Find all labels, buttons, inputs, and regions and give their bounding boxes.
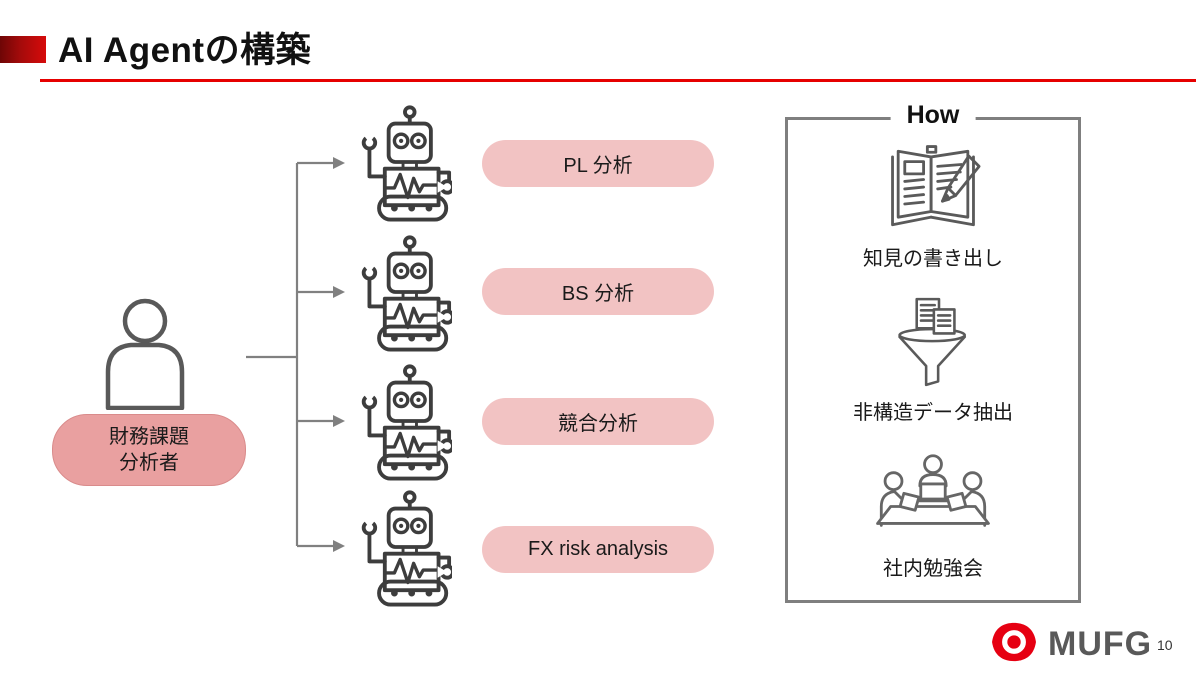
how-item-label: 社内勉強会 xyxy=(883,558,983,580)
actor-label-pill: 財務課題 分析者 xyxy=(52,414,246,486)
robot-agent-icon xyxy=(360,105,452,222)
robot-agent-icon xyxy=(360,364,452,481)
how-item-study-session: 社内勉強会 xyxy=(788,452,1078,581)
agent-pill-label: BS 分析 xyxy=(561,283,635,305)
group-meeting-icon xyxy=(876,454,990,527)
title-accent-bar xyxy=(0,36,46,63)
actor-label-line2: 分析者 xyxy=(119,452,179,474)
how-box-title: How xyxy=(890,101,976,130)
agent-pill-fx: FX risk analysis xyxy=(482,526,714,573)
robot-agent-icon xyxy=(360,490,452,607)
title-underline xyxy=(40,79,1196,82)
how-item-extraction: 非構造データ抽出 xyxy=(788,294,1078,425)
person-icon xyxy=(105,298,185,410)
page-title: AI Agentの構築 xyxy=(58,31,312,70)
actor-label-line1: 財務課題 xyxy=(109,426,189,448)
open-book-pencil-icon xyxy=(891,145,981,227)
agent-pill-label: PL 分析 xyxy=(563,155,633,177)
how-item-label: 知見の書き出し xyxy=(863,248,1003,270)
how-item-knowledge: 知見の書き出し xyxy=(788,140,1078,271)
robot-agent-icon xyxy=(360,235,452,352)
how-item-label: 非構造データ抽出 xyxy=(853,402,1013,424)
funnel-documents-icon xyxy=(898,297,967,387)
brand-wordmark: MUFG xyxy=(1048,625,1153,663)
agent-pill-competitor: 競合分析 xyxy=(482,398,714,445)
agent-pill-label: FX risk analysis xyxy=(527,538,669,560)
page-number: 10 xyxy=(1157,637,1173,653)
agent-pill-bs: BS 分析 xyxy=(482,268,714,315)
agent-pill-pl: PL 分析 xyxy=(482,140,714,187)
mufg-logo-icon xyxy=(992,622,1036,662)
agent-pill-label: 競合分析 xyxy=(558,413,638,435)
how-box: How xyxy=(785,101,1081,603)
